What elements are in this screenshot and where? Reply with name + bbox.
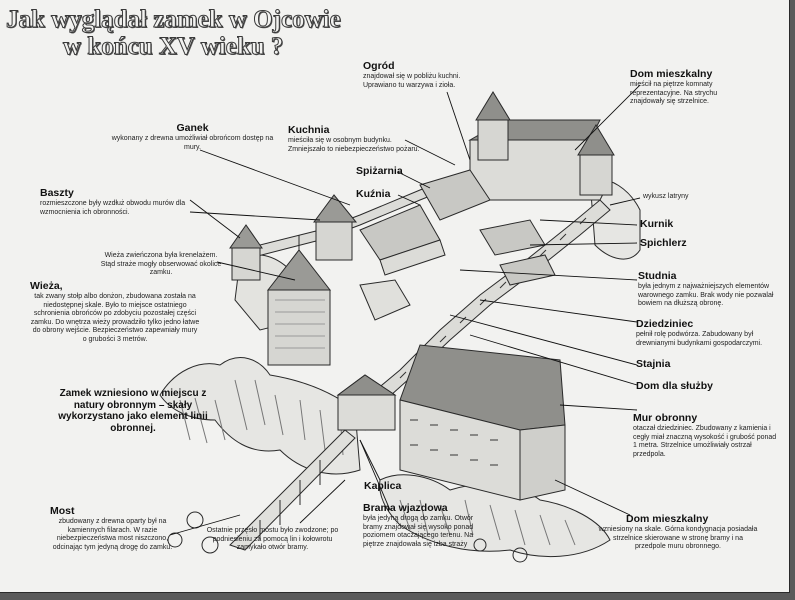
label-ogrod-text: znajdował się w pobliżu kuchni. Uprawian… xyxy=(363,73,461,89)
label-kuznia-heading: Kuźnia xyxy=(356,188,391,200)
label-dom-mieszkalny-bottom: Dom mieszkalny wzniesiony na skale. Górn… xyxy=(598,513,758,552)
label-kuchnia: Kuchnia mieściła się w osobnym budynku. … xyxy=(288,124,423,154)
label-mur-obronny: Mur obronny otaczał dziedziniec. Zbudowa… xyxy=(633,412,778,459)
label-dziedziniec: Dziedziniec pełnił rolę podwórza. Zabudo… xyxy=(636,318,781,348)
label-dziedziniec-heading: Dziedziniec xyxy=(636,318,694,330)
label-most-heading: Most xyxy=(50,505,75,517)
label-mur-obronny-heading: Mur obronny xyxy=(633,412,698,424)
label-zamek-skala: Zamek wzniesiono w miejscu z natury obro… xyxy=(58,388,208,434)
label-dom-sluzby-heading: Dom dla służby xyxy=(636,380,714,392)
label-studnia: Studnia była jednym z najważniejszych el… xyxy=(638,270,788,309)
label-spizarnia: Spiżarnia xyxy=(356,165,403,178)
label-ganek-heading: Ganek xyxy=(176,122,209,134)
label-baszty: Baszty rozmieszczone były wzdłuż obwodu … xyxy=(40,187,190,217)
label-baszty-text: rozmieszczone były wzdłuż obwodu murów d… xyxy=(40,200,186,216)
label-kaplica: Kaplica xyxy=(364,480,401,493)
label-ogrod: Ogród znajdował się w pobliżu kuchni. Up… xyxy=(363,60,493,90)
label-most-zwodzony-text: Ostatnie przęsło mostu było zwodzone; po… xyxy=(206,527,339,552)
label-kurnik: Kurnik xyxy=(640,218,673,231)
label-stajnia-heading: Stajnia xyxy=(636,358,671,370)
label-stajnia: Stajnia xyxy=(636,358,670,371)
label-dom-mieszkalny-top-heading: Dom mieszkalny xyxy=(630,68,713,80)
label-brama-text: była jedyną drogą do zamku. Otwór bramy … xyxy=(363,515,474,548)
label-kurnik-heading: Kurnik xyxy=(640,218,674,230)
label-most-text: zbudowany z drewna oparty był na kamienn… xyxy=(52,518,173,551)
label-dom-mieszkalny-bottom-text: wzniesiony na skale. Górna kondygnacja p… xyxy=(598,526,758,551)
label-mur-obronny-text: otaczał dziedziniec. Zbudowany z kamieni… xyxy=(633,425,777,458)
label-kuchnia-heading: Kuchnia xyxy=(288,124,330,136)
title-line-2: w końcu XV wieku ? xyxy=(62,33,284,61)
label-dom-sluzby: Dom dla służby xyxy=(636,380,713,393)
title-line-1: Jak wyglądał zamek w Ojcowie xyxy=(6,6,342,34)
label-dziedziniec-text: pełnił rolę podwórza. Zabudowany był dre… xyxy=(636,331,763,347)
label-wieza-heading: Wieża, xyxy=(30,280,63,292)
label-dom-mieszkalny-top-text: mieścił na piętrze komnaty reprezentacyj… xyxy=(630,81,718,106)
label-studnia-text: była jednym z najważniejszych elementów … xyxy=(638,283,774,308)
castle-illustration xyxy=(159,84,641,563)
label-dom-mieszkalny-bottom-heading: Dom mieszkalny xyxy=(626,513,709,525)
label-wieza-text: tak zwany stołp albo donżon, zbudowana z… xyxy=(30,293,200,343)
label-wieza-krenelaz-text: Wieża zwieńczona była krenelażem. Stąd s… xyxy=(100,252,222,277)
label-wieza-krenelaz: Wieża zwieńczona była krenelażem. Stąd s… xyxy=(100,252,222,278)
label-ogrod-heading: Ogród xyxy=(363,60,395,72)
label-kuchnia-text: mieściła się w osobnym budynku. Zmniejsz… xyxy=(288,137,420,153)
label-kuznia: Kuźnia xyxy=(356,188,390,201)
label-zamek-skala-text: Zamek wzniesiono w miejscu z natury obro… xyxy=(58,388,208,434)
label-brama-heading: Brama wjazdowa xyxy=(363,502,448,514)
label-spichlerz-heading: Spichlerz xyxy=(640,237,687,249)
label-spizarnia-heading: Spiżarnia xyxy=(356,165,403,177)
label-dom-mieszkalny-top: Dom mieszkalny mieścił na piętrze komnat… xyxy=(630,68,745,107)
label-wykusz: wykusz latryny xyxy=(643,193,689,202)
label-ganek: Ganek wykonany z drewna umożliwiał obroń… xyxy=(110,122,275,152)
label-brama: Brama wjazdowa była jedyną drogą do zamk… xyxy=(363,502,493,549)
label-most: Most zbudowany z drewna oparty był na ka… xyxy=(50,505,175,552)
label-baszty-heading: Baszty xyxy=(40,187,74,199)
label-wieza: Wieża, tak zwany stołp albo donżon, zbud… xyxy=(30,280,200,345)
label-studnia-heading: Studnia xyxy=(638,270,677,282)
label-kaplica-heading: Kaplica xyxy=(364,480,402,492)
label-most-zwodzony: Ostatnie przęsło mostu było zwodzone; po… xyxy=(200,527,345,553)
label-ganek-text: wykonany z drewna umożliwiał obrońcom do… xyxy=(111,135,274,151)
label-spichlerz: Spichlerz xyxy=(640,237,687,250)
label-wykusz-text: wykusz latryny xyxy=(643,193,689,200)
